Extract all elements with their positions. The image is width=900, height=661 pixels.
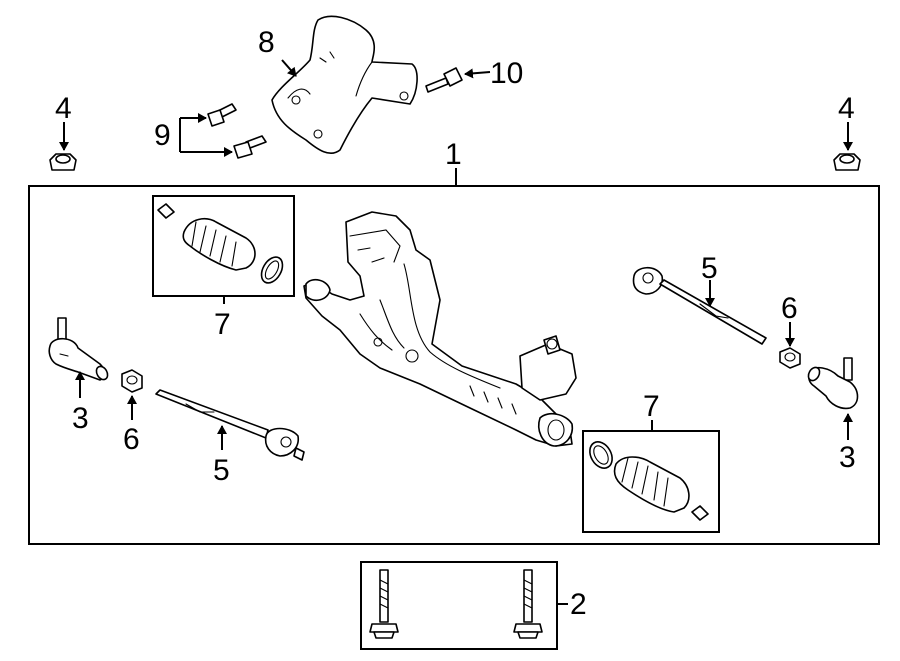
boot-right (589, 441, 709, 521)
bolt-kit-box (360, 561, 558, 650)
callout-1: 1 (445, 138, 462, 171)
nut-6-right (779, 347, 801, 369)
bolt-9-lower (233, 135, 267, 159)
heat-shield (271, 15, 418, 155)
steering-rack (303, 211, 577, 447)
leader-10 (464, 68, 491, 79)
callout-8: 8 (258, 26, 275, 59)
callout-4-left: 4 (55, 92, 72, 125)
inner-tie-rod-right (632, 266, 767, 345)
mounting-bolt-left (369, 569, 399, 639)
callout-6-left: 6 (123, 423, 140, 456)
bolt-10 (425, 67, 463, 93)
callout-10: 10 (490, 57, 523, 90)
callout-5-right: 5 (701, 252, 718, 285)
callout-7-right: 7 (643, 390, 660, 423)
assembly-frame (28, 185, 880, 545)
callout-7-left: 7 (214, 308, 231, 341)
callout-3-left: 3 (72, 402, 89, 435)
inner-tie-rod-left (155, 389, 305, 461)
bolt-9-upper (207, 103, 237, 127)
callout-2: 2 (570, 588, 587, 621)
mounting-bolt-right (513, 569, 543, 639)
nut-4-left (49, 153, 77, 171)
callout-6-right: 6 (781, 292, 798, 325)
tie-rod-end-left (48, 317, 109, 381)
boot-left (157, 203, 284, 284)
tie-rod-end-right (807, 357, 859, 410)
callout-3-right: 3 (839, 441, 856, 474)
callout-9: 9 (154, 119, 171, 152)
leader-8 (281, 59, 297, 77)
nut-6-left (121, 369, 143, 393)
callout-5-left: 5 (213, 454, 230, 487)
callout-4-right: 4 (838, 92, 855, 125)
nut-4-right (833, 153, 861, 171)
